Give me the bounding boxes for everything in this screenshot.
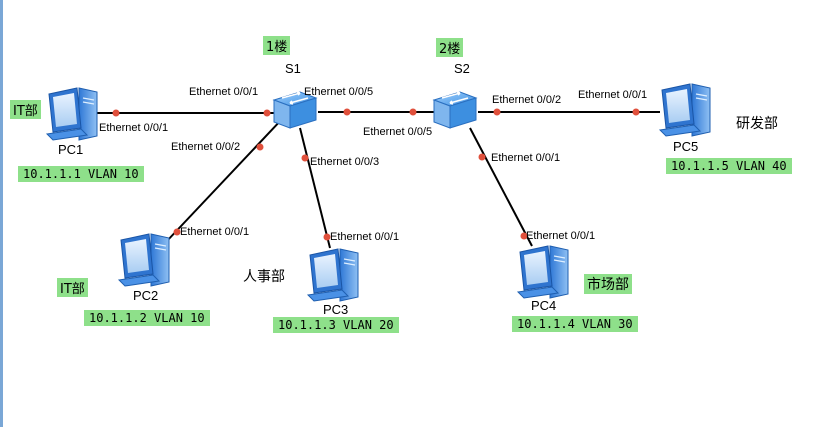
pc-icon[interactable] xyxy=(307,248,359,302)
pc-icon[interactable] xyxy=(118,233,170,287)
address-tag-pc4: 10.1.1.4 VLAN 30 xyxy=(512,316,638,332)
port-dot xyxy=(343,108,351,116)
link-s1-pc3[interactable] xyxy=(299,127,331,249)
floor-note-s2: 2楼 xyxy=(436,38,464,57)
window-left-border xyxy=(0,0,3,427)
pc-name-pc3: PC3 xyxy=(323,302,349,317)
address-tag-pc2: 10.1.1.2 VLAN 10 xyxy=(84,310,210,326)
port-label-pc4: Ethernet 0/0/1 xyxy=(526,230,596,242)
port-label-pc3: Ethernet 0/0/1 xyxy=(330,231,400,243)
port-dot xyxy=(520,232,528,240)
link-s2-pc4[interactable] xyxy=(469,127,533,247)
address-tag-pc5: 10.1.1.5 VLAN 40 xyxy=(666,158,792,174)
pc-name-pc2: PC2 xyxy=(133,288,159,303)
pc-icon[interactable] xyxy=(659,83,711,137)
port-dot xyxy=(409,108,417,116)
dept-note-pc4: 市场部 xyxy=(584,274,632,294)
switch-name-s1: S1 xyxy=(285,61,301,76)
port-dot xyxy=(632,108,640,116)
port-dot xyxy=(112,109,120,117)
port-label-s1-pc2: Ethernet 0/0/2 xyxy=(171,141,241,153)
port-label-pc1: Ethernet 0/0/1 xyxy=(99,122,169,134)
dept-note-pc5: 研发部 xyxy=(736,116,778,132)
pc-name-pc1: PC1 xyxy=(58,142,84,157)
port-label-s2-pc5: Ethernet 0/0/2 xyxy=(492,94,562,106)
port-label-s1-pc3: Ethernet 0/0/3 xyxy=(310,156,380,168)
port-dot xyxy=(256,143,264,151)
port-dot xyxy=(493,108,501,116)
address-tag-pc3: 10.1.1.3 VLAN 20 xyxy=(273,317,399,333)
switch-name-s2: S2 xyxy=(454,61,470,76)
port-dot xyxy=(173,228,181,236)
port-label-pc5: Ethernet 0/0/1 xyxy=(578,89,648,101)
port-dot xyxy=(263,109,271,117)
port-label-s1-pc1: Ethernet 0/0/1 xyxy=(189,86,259,98)
switch-icon[interactable] xyxy=(433,91,477,129)
pc-name-pc5: PC5 xyxy=(673,139,699,154)
dept-note-pc2: IT部 xyxy=(57,278,88,297)
port-label-s1-s2: Ethernet 0/0/5 xyxy=(304,86,374,98)
dept-note-pc1: IT部 xyxy=(10,100,41,119)
link-s1-pc2[interactable] xyxy=(165,117,284,243)
port-label-s2-s1: Ethernet 0/0/5 xyxy=(363,126,433,138)
pc-icon[interactable] xyxy=(517,245,569,299)
pc-name-pc4: PC4 xyxy=(531,298,557,313)
port-label-pc2: Ethernet 0/0/1 xyxy=(180,226,250,238)
port-dot xyxy=(478,153,486,161)
floor-note-s1: 1楼 xyxy=(263,36,291,55)
dept-note-pc3: 人事部 xyxy=(243,269,285,285)
pc-icon[interactable] xyxy=(46,87,98,141)
port-dot xyxy=(301,154,309,162)
port-label-s2-pc4: Ethernet 0/0/1 xyxy=(491,152,561,164)
address-tag-pc1: 10.1.1.1 VLAN 10 xyxy=(18,166,144,182)
port-dot xyxy=(323,233,331,241)
